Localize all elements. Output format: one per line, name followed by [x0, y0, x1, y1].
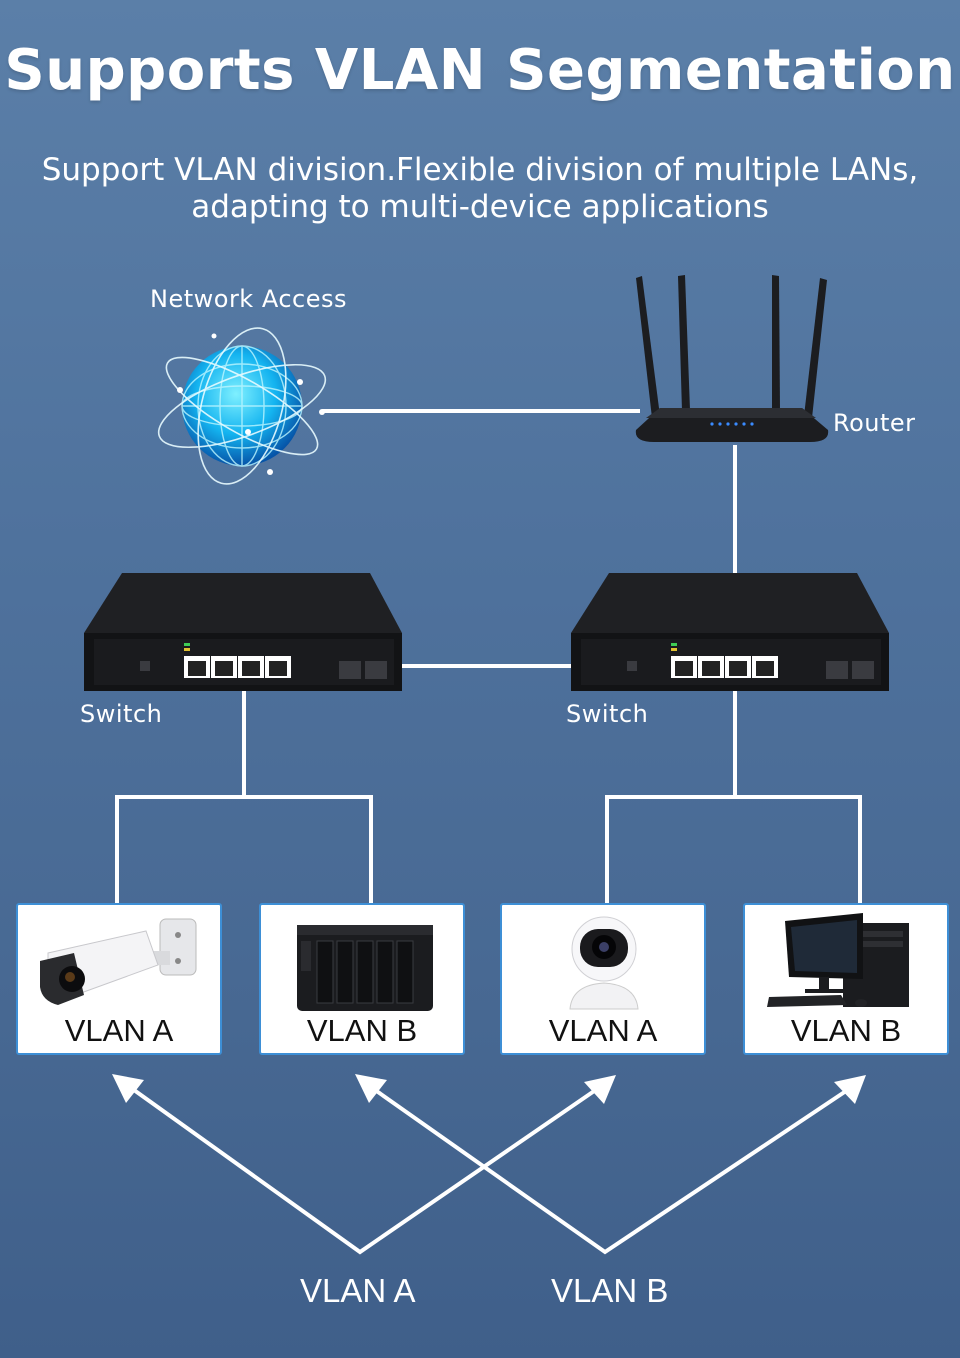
- router-label: Router: [833, 409, 916, 437]
- device-card-desktop: VLAN B: [743, 903, 949, 1055]
- subtitle-line-2: adapting to multi-device applications: [191, 189, 769, 225]
- device-name: VLAN B: [306, 1013, 418, 1048]
- vlan-b-label: VLAN B: [551, 1272, 669, 1309]
- desktop-computer-icon: [767, 913, 909, 1007]
- router-icon: [635, 275, 829, 442]
- device-card-nas: VLAN B: [259, 903, 465, 1055]
- switch-right-icon: [571, 573, 889, 691]
- nas-storage-icon: [297, 925, 433, 1011]
- network-access-label: Network Access: [150, 285, 347, 313]
- device-name: VLAN A: [64, 1013, 174, 1048]
- switch-left-label: Switch: [80, 700, 163, 728]
- switch-left-icon: [84, 573, 402, 691]
- switch-right-label: Switch: [566, 700, 649, 728]
- device-card-bullet-camera: VLAN A: [16, 903, 222, 1055]
- page-title: Supports VLAN Segmentation: [4, 38, 956, 103]
- device-card-dome-camera: VLAN A: [500, 903, 706, 1055]
- device-name: VLAN A: [548, 1013, 658, 1048]
- globe-icon: [157, 327, 327, 485]
- vlan-a-label: VLAN A: [300, 1272, 416, 1309]
- bullet-camera-icon: [40, 918, 197, 1005]
- page-subtitle: Support VLAN division.Flexible division …: [10, 152, 950, 226]
- vlan-arrows: [125, 1083, 854, 1255]
- dome-camera-icon: [569, 916, 639, 1010]
- device-name: VLAN B: [790, 1013, 902, 1048]
- subtitle-line-1: Support VLAN division.Flexible division …: [41, 152, 919, 188]
